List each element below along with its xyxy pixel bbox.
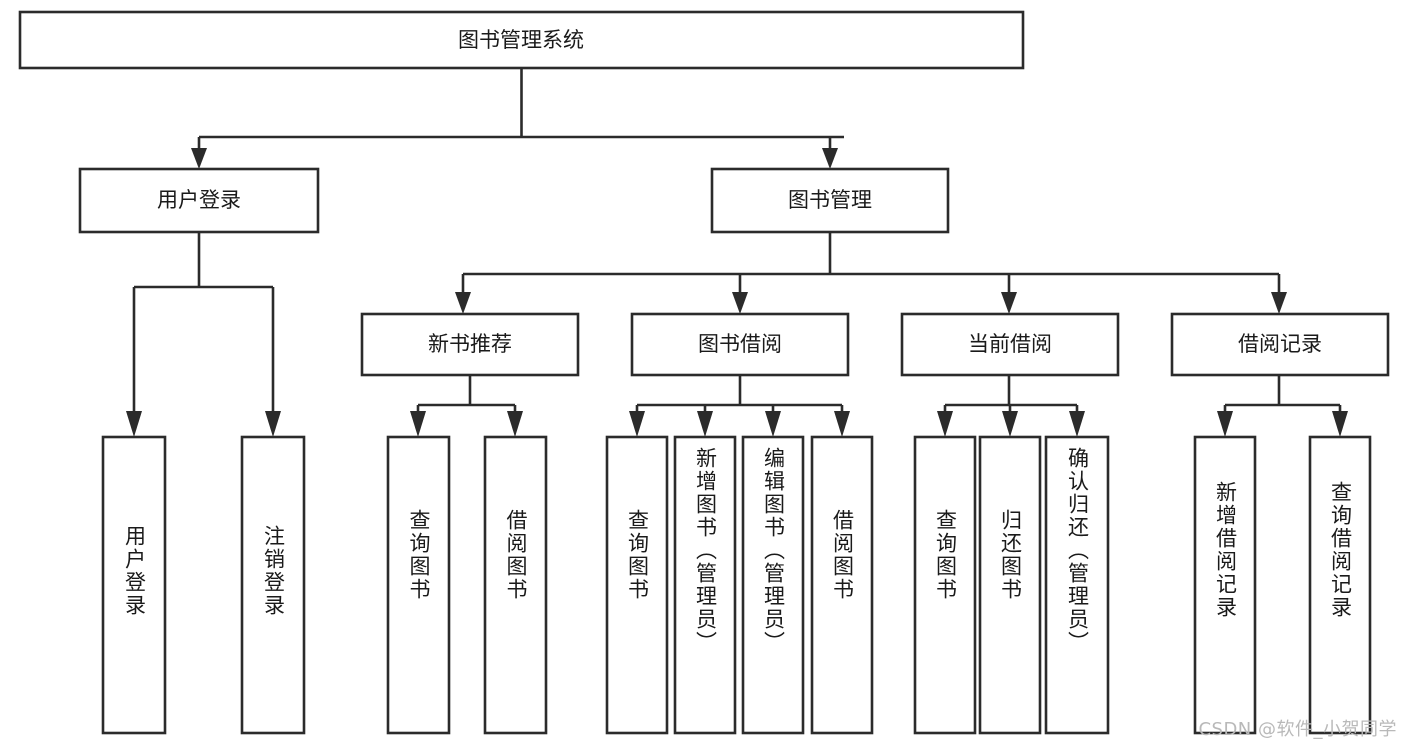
node-book-manage-box[interactable] xyxy=(710,167,950,234)
leaf-box-layer xyxy=(101,435,1372,735)
node-root-label: 图书管理系统 xyxy=(458,28,584,52)
arrow-head-leaf-return-book xyxy=(1002,411,1018,437)
node-new-book-recommend-box[interactable] xyxy=(360,312,580,377)
node-borrow-record-box[interactable] xyxy=(1170,312,1390,377)
node-current-borrow[interactable]: 当前借阅 xyxy=(900,312,1120,377)
node-leaf-query-book-borrow-box[interactable] xyxy=(605,435,669,735)
arrow-head-new-book-recommend xyxy=(455,292,471,314)
node-user-login[interactable]: 用户登录 xyxy=(78,167,320,234)
arrow-head-leaf-query-book-current xyxy=(937,411,953,437)
node-leaf-user-login-box[interactable] xyxy=(101,435,167,735)
node-leaf-borrow-book-rec-box[interactable] xyxy=(483,435,548,735)
node-user-login-label: 用户登录 xyxy=(157,188,241,212)
node-root-box[interactable] xyxy=(18,10,1025,70)
arrow-head-leaf-borrow-book xyxy=(834,411,850,437)
arrow-head-borrow-record xyxy=(1271,292,1287,314)
node-new-book-recommend[interactable]: 新书推荐 xyxy=(360,312,580,377)
node-leaf-edit-book-box[interactable] xyxy=(741,435,805,735)
node-book-borrow[interactable]: 图书借阅 xyxy=(630,312,850,377)
csdn-watermark: CSDN @软件_小贺同学 xyxy=(1198,719,1397,740)
node-leaf-return-book-box[interactable] xyxy=(978,435,1042,735)
node-leaf-query-book-current-box[interactable] xyxy=(913,435,977,735)
node-leaf-add-book-box[interactable] xyxy=(673,435,737,735)
arrow-head-leaf-logout xyxy=(265,411,281,437)
node-borrow-record-label: 借阅记录 xyxy=(1238,332,1322,356)
node-current-borrow-box[interactable] xyxy=(900,312,1120,377)
node-leaf-confirm-return-box[interactable] xyxy=(1044,435,1110,735)
arrow-head-current-borrow xyxy=(1001,292,1017,314)
arrow-head-leaf-add-record xyxy=(1217,411,1233,437)
arrow-head-leaf-borrow-book-rec xyxy=(507,411,523,437)
node-leaf-query-record-box[interactable] xyxy=(1308,435,1372,735)
arrow-head-leaf-user-login xyxy=(126,411,142,437)
node-borrow-record[interactable]: 借阅记录 xyxy=(1170,312,1390,377)
node-new-book-recommend-label: 新书推荐 xyxy=(428,332,512,356)
node-book-manage-label: 图书管理 xyxy=(788,188,872,212)
node-leaf-add-record-box[interactable] xyxy=(1193,435,1257,735)
node-book-borrow-box[interactable] xyxy=(630,312,850,377)
arrow-head-leaf-query-book-borrow xyxy=(629,411,645,437)
node-user-login-box[interactable] xyxy=(78,167,320,234)
node-book-manage[interactable]: 图书管理 xyxy=(710,167,950,234)
node-current-borrow-label: 当前借阅 xyxy=(968,332,1052,356)
arrow-head-leaf-confirm-return xyxy=(1069,411,1085,437)
node-leaf-logout-box[interactable] xyxy=(240,435,306,735)
connector-layer xyxy=(126,68,1348,437)
node-root[interactable]: 图书管理系统 xyxy=(18,10,1025,70)
arrow-head-user-login xyxy=(191,148,207,169)
arrow-head-leaf-edit-book xyxy=(765,411,781,437)
node-leaf-borrow-book-box[interactable] xyxy=(810,435,874,735)
arrow-head-book-borrow xyxy=(732,292,748,314)
node-book-borrow-label: 图书借阅 xyxy=(698,332,782,356)
arrow-head-leaf-query-book-rec xyxy=(410,411,426,437)
arrow-head-leaf-query-record xyxy=(1332,411,1348,437)
arrow-head-book-manage xyxy=(822,148,838,169)
arrow-head-leaf-add-book xyxy=(697,411,713,437)
node-leaf-query-book-rec-box[interactable] xyxy=(386,435,451,735)
